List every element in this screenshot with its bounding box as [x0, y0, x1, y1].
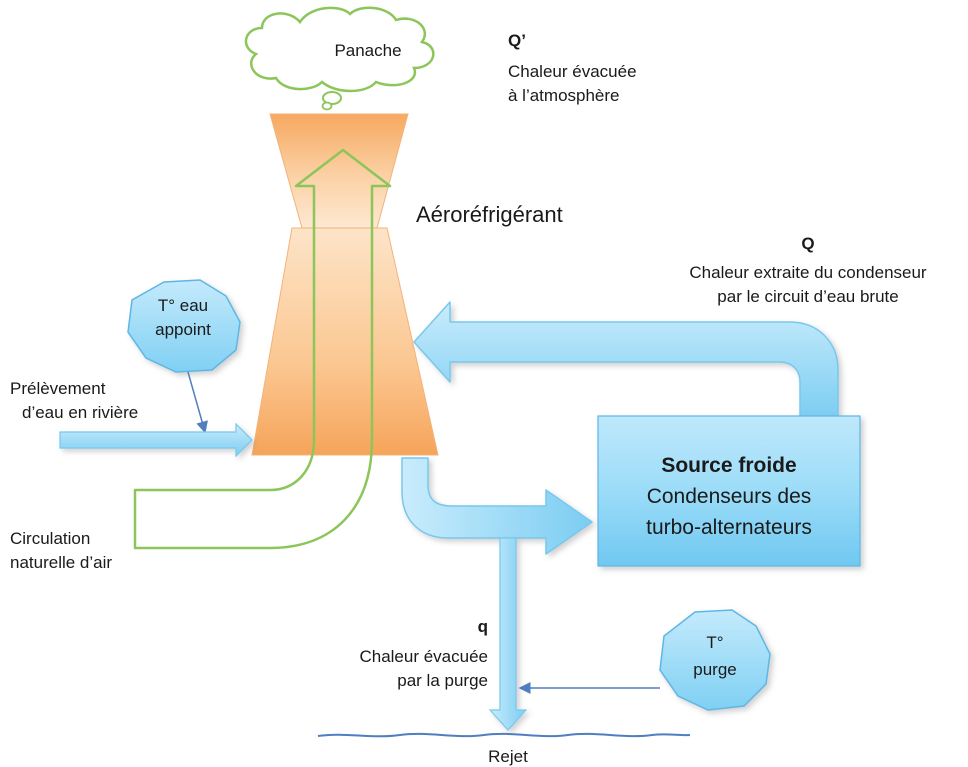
cold-water-supply-pipe	[401, 457, 593, 555]
cooling-tower	[251, 113, 439, 456]
air-circulation-line2: naturelle d’air	[10, 553, 112, 572]
discharge-label: Rejet	[488, 747, 528, 766]
river-intake-arrow	[59, 422, 253, 458]
heat-purge-symbol: q	[478, 617, 488, 636]
purge-temp-line2: purge	[693, 660, 736, 679]
makeup-temp-pointer	[187, 371, 208, 434]
river-surface-line	[317, 732, 691, 738]
air-circulation-arrow	[133, 148, 392, 550]
makeup-temp-line2: appoint	[155, 320, 211, 339]
heat-purge-line2: par la purge	[397, 671, 488, 690]
cold-source-title: Source froide	[661, 454, 796, 477]
plume-cloud	[244, 6, 435, 111]
hot-water-return-pipe	[413, 301, 839, 419]
cold-source-line1: Condenseurs des	[647, 485, 812, 508]
heat-atmosphere-line2: à l’atmosphère	[508, 86, 620, 105]
tower-label: Aéroréfrigérant	[416, 202, 563, 227]
makeup-temp-octagon	[127, 279, 241, 373]
heat-atmosphere-symbol: Q’	[508, 31, 526, 50]
heat-condenser-line2: par le circuit d’eau brute	[717, 287, 898, 306]
makeup-temp-line1: T° eau	[158, 296, 208, 315]
river-intake-line2: d’eau en rivière	[22, 403, 138, 422]
heat-condenser-symbol: Q	[801, 234, 814, 253]
purge-temp-line1: T°	[706, 633, 723, 652]
air-circulation-line1: Circulation	[10, 529, 90, 548]
purge-temp-octagon	[659, 609, 771, 711]
river-intake-line1: Prélèvement	[10, 379, 106, 398]
cold-source-box	[597, 415, 861, 567]
heat-atmosphere-line1: Chaleur évacuée	[508, 62, 637, 81]
cold-source-line2: turbo-alternateurs	[646, 516, 812, 539]
purge-pipe	[488, 537, 528, 731]
heat-condenser-line1: Chaleur extraite du condenseur	[689, 263, 927, 282]
plume-label: Panache	[334, 41, 401, 60]
heat-purge-line1: Chaleur évacuée	[359, 647, 488, 666]
